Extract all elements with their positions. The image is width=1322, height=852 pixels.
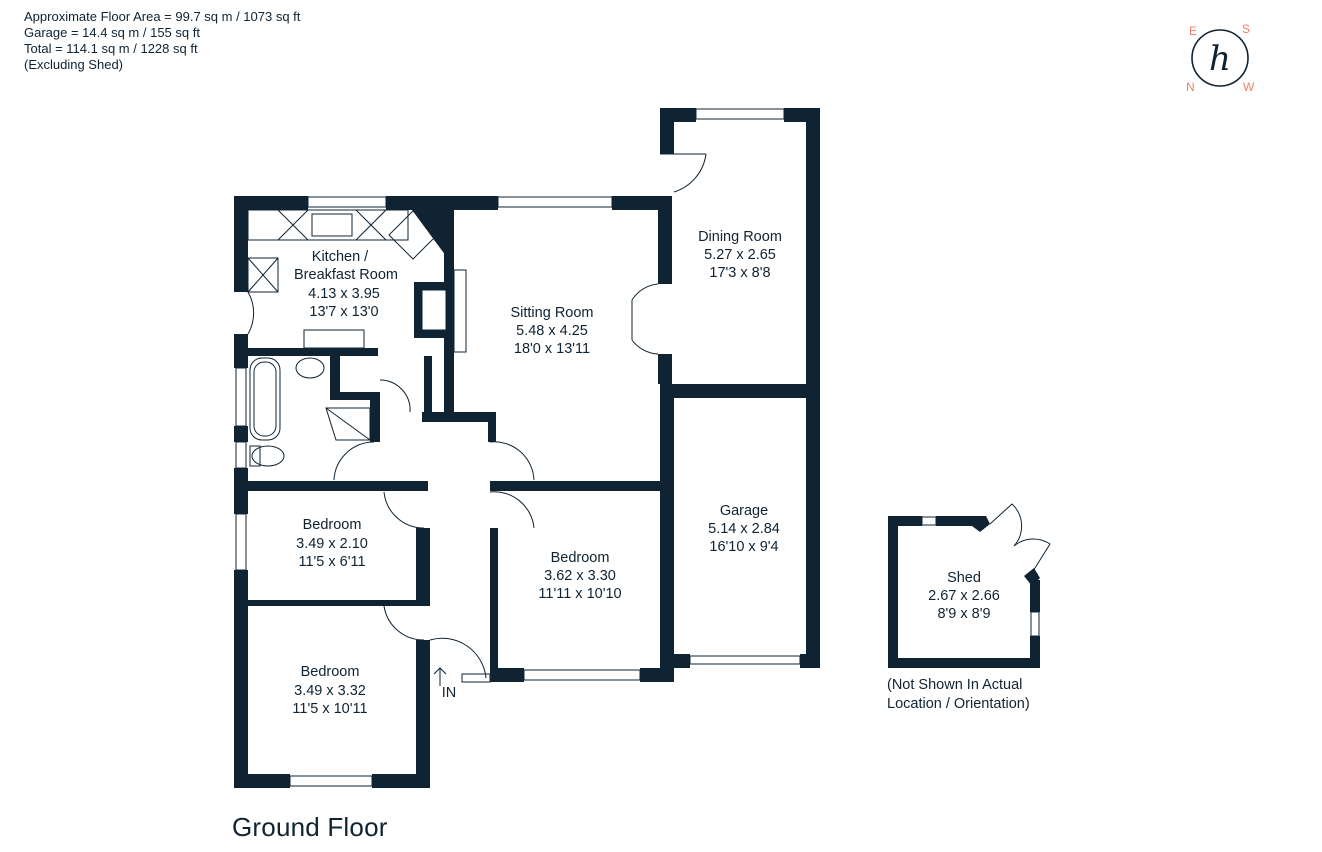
windows	[235, 108, 801, 787]
sitting-room-name: Sitting Room	[510, 305, 593, 321]
bedroom-small-metric: 3.49 x 2.10	[296, 536, 368, 552]
bedroom-low-metric: 3.49 x 3.32	[294, 683, 366, 699]
shed-note: (Not Shown In Actual Location / Orientat…	[887, 676, 1030, 714]
bedroom-low-name: Bedroom	[301, 664, 360, 680]
bedroom-small-imperial: 11'5 x 6'11	[298, 554, 365, 570]
compass-east-label: E	[1189, 24, 1197, 38]
compass-west-label: W	[1243, 80, 1255, 92]
doors	[247, 153, 707, 679]
garage-imperial: 16'10 x 9'4	[709, 539, 778, 555]
floor-title: Ground Floor	[232, 812, 388, 842]
dining-room-name: Dining Room	[698, 229, 782, 245]
room-labels: Kitchen / Breakfast Room 4.13 x 3.95 13'…	[292, 229, 999, 717]
compass-south-label: S	[1242, 22, 1250, 36]
compass-logo-icon: E S N W h	[1186, 22, 1255, 92]
bedroom-mid-imperial: 11'11 x 10'10	[538, 586, 621, 602]
compass-north-label: N	[1186, 80, 1195, 92]
garage-metric: 5.14 x 2.84	[708, 521, 780, 537]
sitting-room-metric: 5.48 x 4.25	[516, 323, 588, 339]
shed	[888, 503, 1051, 668]
shed-note-line2: Location / Orientation)	[887, 696, 1030, 712]
bedroom-mid-name: Bedroom	[551, 550, 610, 566]
entrance-label: IN	[442, 685, 457, 701]
bedroom-small-name: Bedroom	[303, 517, 362, 533]
shed-note-line1: (Not Shown In Actual	[887, 677, 1023, 693]
dining-room-metric: 5.27 x 2.65	[704, 247, 776, 263]
excluding-note: (Excluding Shed)	[24, 57, 123, 72]
dining-room-imperial: 17'3 x 8'8	[709, 265, 770, 281]
garage-area-line: Garage = 14.4 sq m / 155 sq ft	[24, 25, 200, 40]
kitchen-metric: 4.13 x 3.95	[308, 286, 380, 302]
kitchen-imperial: 13'7 x 13'0	[309, 304, 378, 320]
garage-name: Garage	[720, 503, 768, 519]
total-area-line: Total = 114.1 sq m / 1228 sq ft	[24, 41, 198, 56]
kitchen-name-line2: Breakfast Room	[294, 267, 398, 283]
sitting-room-imperial: 18'0 x 13'11	[514, 341, 590, 357]
shed-metric: 2.67 x 2.66	[928, 588, 1000, 604]
walls	[234, 108, 820, 788]
logo-letter: h	[1209, 39, 1231, 79]
kitchen-name-line1: Kitchen /	[312, 249, 369, 265]
fixtures	[247, 209, 491, 686]
bedroom-low-imperial: 11'5 x 10'11	[292, 701, 367, 717]
shed-name: Shed	[947, 570, 981, 586]
floor-area-summary: Approximate Floor Area = 99.7 sq m / 107…	[24, 9, 300, 73]
shed-imperial: 8'9 x 8'9	[937, 606, 990, 622]
bedroom-mid-metric: 3.62 x 3.30	[544, 568, 616, 584]
floor-area-line: Approximate Floor Area = 99.7 sq m / 107…	[24, 9, 301, 24]
